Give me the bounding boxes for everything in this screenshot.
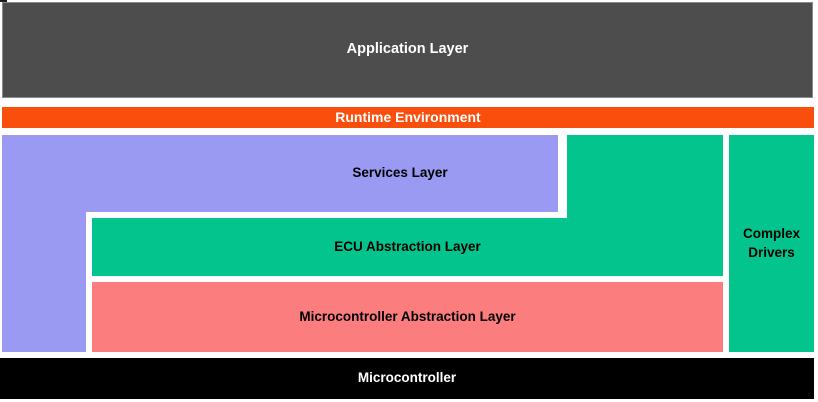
runtime-environment-box: Runtime Environment	[2, 107, 814, 128]
services-layer-label: Services Layer	[352, 165, 448, 181]
microcontroller-abstraction-layer-label: Microcontroller Abstraction Layer	[299, 308, 516, 324]
top-edge-artifact-mark	[0, 0, 7, 2]
ecu-abstraction-layer-box: ECU Abstraction Layer	[92, 218, 723, 276]
ecu-abstraction-layer-label: ECU Abstraction Layer	[334, 238, 481, 254]
complex-drivers-label: Complex Drivers	[742, 226, 800, 260]
microcontroller-box: Microcontroller	[0, 358, 814, 399]
runtime-environment-label: Runtime Environment	[335, 109, 481, 126]
microcontroller-label: Microcontroller	[357, 370, 457, 386]
application-layer-label: Application Layer	[346, 41, 469, 58]
services-layer-shape-left-column	[2, 135, 86, 352]
application-layer-box: Application Layer	[2, 2, 813, 98]
microcontroller-abstraction-layer-box: Microcontroller Abstraction Layer	[92, 282, 723, 352]
services-layer-shape-top	[2, 135, 558, 212]
services-layer-label-zone: Services Layer	[0, 135, 800, 212]
complex-drivers-box: Complex Drivers	[729, 135, 814, 352]
